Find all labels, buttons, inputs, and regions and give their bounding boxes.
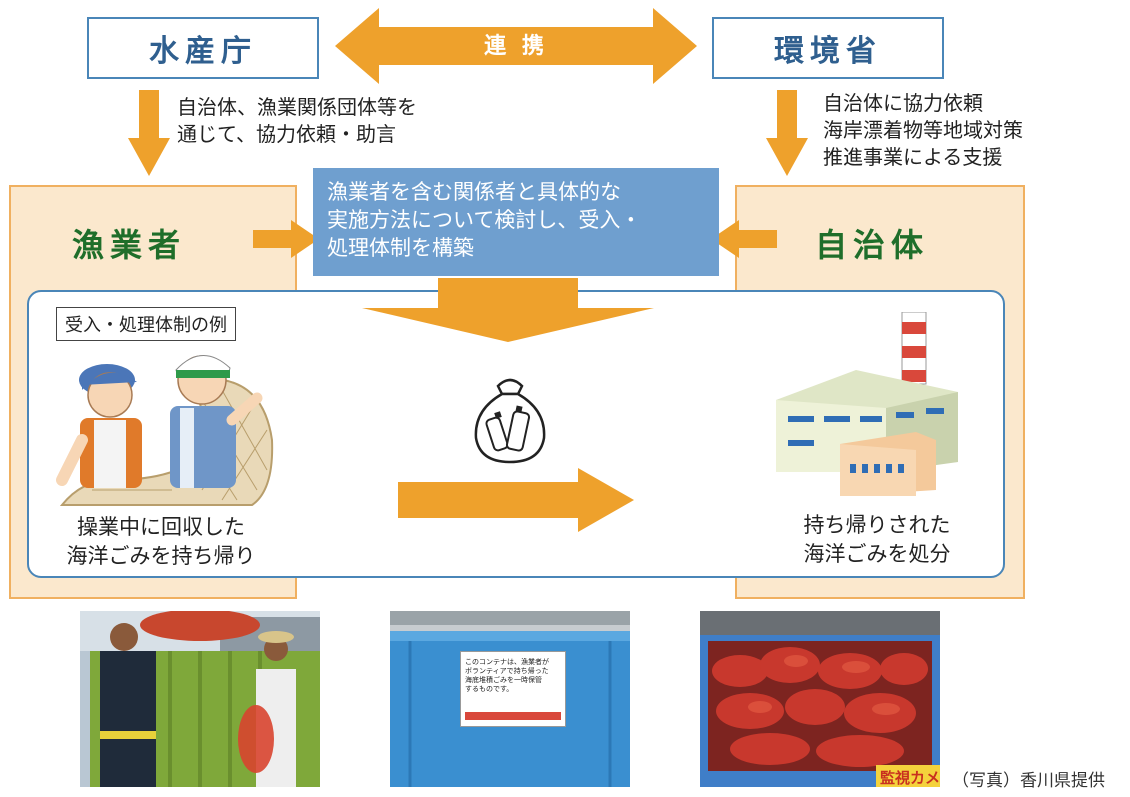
trash-bag-icon: [474, 378, 546, 464]
municipality-title: 自治体: [815, 226, 930, 264]
fisheries-note: 自治体、漁業関係団体等を 通じて、協力依頼・助言: [177, 95, 417, 146]
factory-illustration: [776, 312, 958, 496]
big-down-arrow: [362, 278, 654, 342]
fishermen-title: 漁業者: [72, 226, 187, 264]
left-arrow-from-municipality: [711, 220, 777, 258]
caption-disposal: 持ち帰りされた 海洋ごみを処分: [803, 513, 951, 566]
fishermen-illustration: [56, 355, 274, 506]
center-box: 漁業者を含む関係者と具体的な 実施方法について検討し、受入・ 処理体制を構築: [313, 168, 719, 276]
photo-credit: （写真）香川県提供: [952, 771, 1105, 791]
cooperation-double-arrow: [335, 8, 697, 84]
down-arrow-left: [128, 90, 170, 176]
agency-environment: 環境省: [712, 17, 944, 79]
right-arrow-example: [398, 468, 634, 532]
photo-blue-container: このコンテナは、漁業者が ボランティアで持ち帰った 海底堆積ごみを一時保管 する…: [390, 611, 630, 787]
container-sign-band: [465, 712, 561, 720]
photo-collected-garbage: 監視カメ: [700, 611, 940, 787]
photo-loading-container: [80, 611, 320, 787]
cooperation-label: 連 携: [484, 34, 548, 59]
container-sign-text: このコンテナは、漁業者が ボランティアで持ち帰った 海底堆積ごみを一時保管 する…: [465, 658, 549, 693]
down-arrow-right: [766, 90, 808, 176]
right-arrow-from-fishermen: [253, 220, 319, 258]
example-label: 受入・処理体制の例: [56, 307, 236, 341]
agency-fisheries: 水産庁: [87, 17, 319, 79]
agency-fisheries-label: 水産庁: [149, 34, 257, 69]
container-sign: このコンテナは、漁業者が ボランティアで持ち帰った 海底堆積ごみを一時保管 する…: [460, 651, 566, 727]
surveillance-sign: 監視カメ: [880, 769, 940, 787]
agency-environment-label: 環境省: [774, 34, 882, 69]
caption-bring-back: 操業中に回収した 海洋ごみを持ち帰り: [66, 515, 256, 568]
environment-note: 自治体に協力依頼 海岸漂着物等地域対策 推進事業による支援: [823, 91, 1023, 169]
